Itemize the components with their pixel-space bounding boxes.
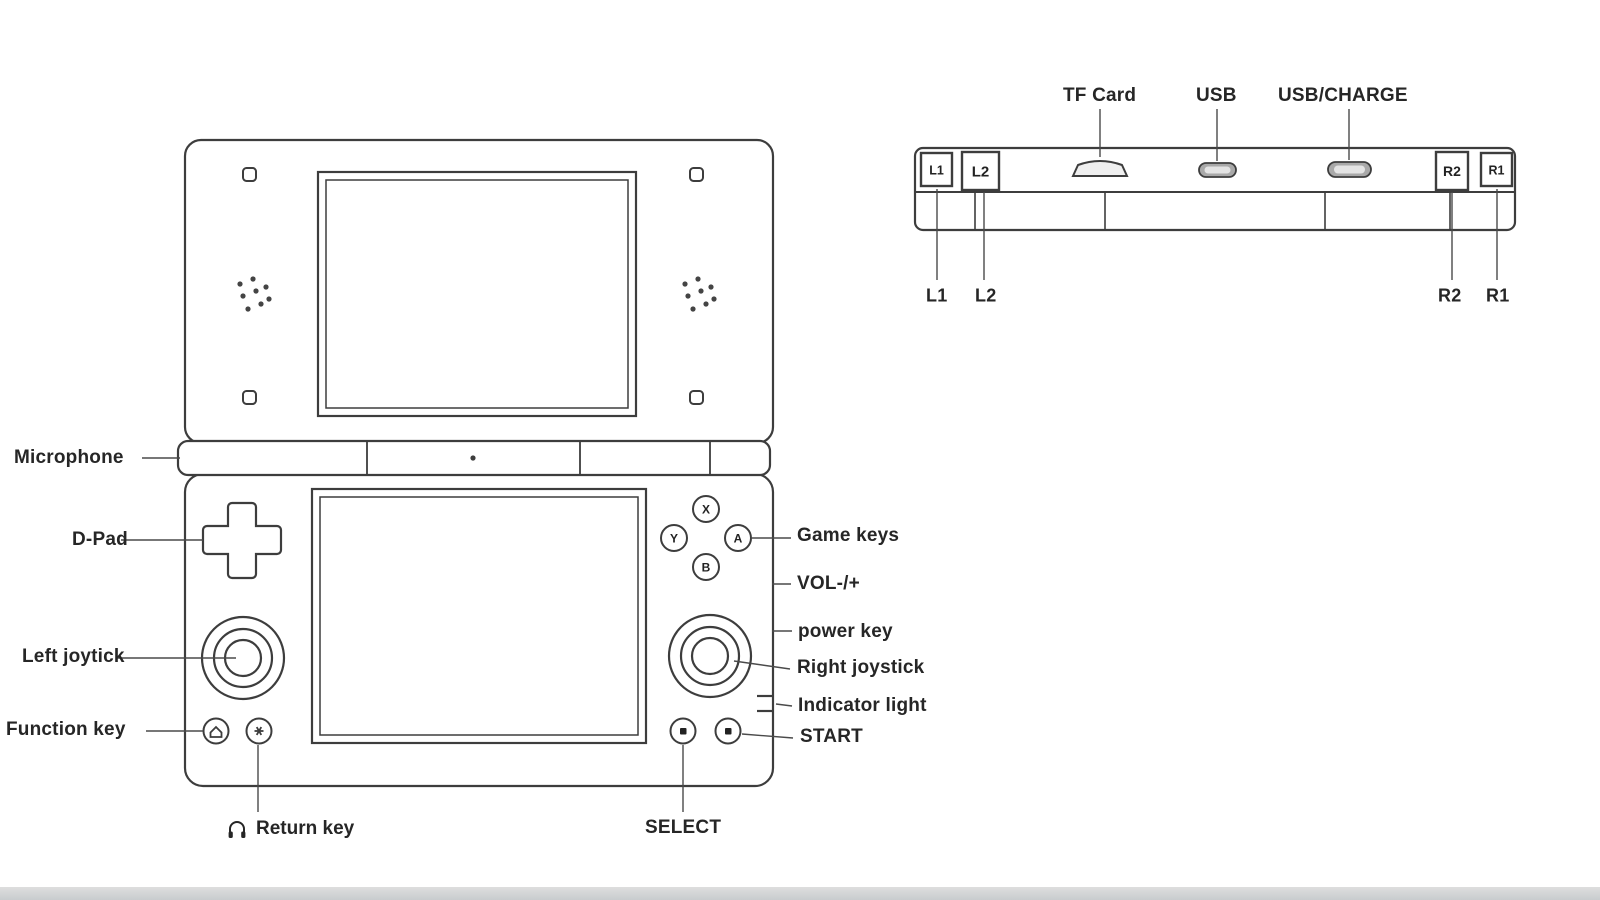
microphone-hole: [470, 455, 476, 461]
right-joystick: [667, 613, 753, 699]
game-buttons: [660, 495, 752, 581]
left-speaker-dots: [237, 276, 272, 312]
select-button-glyph: [680, 728, 687, 735]
top-leader-lines: [936, 109, 1498, 280]
label-l2: L2: [975, 285, 997, 306]
r1-button-letter: R1: [1489, 164, 1505, 178]
button-y-letter: Y: [670, 532, 678, 546]
label-indicator-light: Indicator light: [798, 695, 927, 716]
front-leader-lines: [116, 457, 794, 812]
label-usb: USB: [1196, 85, 1237, 106]
usb-port: [1198, 162, 1237, 178]
button-x-letter: X: [702, 503, 710, 517]
select-start-buttons: [669, 717, 742, 745]
function-key-button: [202, 717, 230, 745]
start-button: [714, 717, 742, 745]
bottom-gray-strip: [0, 887, 1600, 900]
home-icon: [209, 725, 223, 738]
label-r2: R2: [1438, 285, 1462, 306]
label-function-key: Function key: [6, 719, 126, 740]
bottom-screen: [310, 487, 648, 745]
label-start: START: [800, 726, 863, 747]
l1-button-letter: L1: [929, 164, 944, 178]
console-front-view: X Y A B: [176, 138, 775, 788]
label-return-key-group: Return key: [226, 818, 354, 840]
l2-button: [960, 150, 1001, 192]
label-usb-charge: USB/CHARGE: [1278, 85, 1408, 106]
button-b: [692, 553, 720, 581]
corner-mark: [242, 390, 257, 405]
return-key-button: [245, 717, 273, 745]
corner-mark: [689, 167, 704, 182]
bottom-screen-inner: [319, 496, 639, 736]
top-view-body: [913, 146, 1517, 232]
label-l1: L1: [926, 285, 948, 306]
tf-card-slot: [1071, 160, 1129, 177]
top-screen: [316, 170, 638, 418]
button-a-letter: A: [734, 532, 743, 546]
corner-mark: [689, 390, 704, 405]
label-return-key: Return key: [256, 818, 355, 839]
l1-button: [919, 151, 954, 188]
right-speaker-dots: [682, 276, 717, 312]
dpad: [201, 501, 283, 580]
label-left-joystick: Left joytick: [22, 646, 125, 667]
r2-button-letter: R2: [1443, 163, 1461, 179]
label-right-joystick: Right joystick: [797, 657, 925, 678]
label-tf-card: TF Card: [1063, 85, 1137, 106]
label-power-key: power key: [798, 621, 893, 642]
r2-button: [1434, 150, 1470, 192]
start-button-glyph: [725, 728, 732, 735]
usb-charge-port: [1327, 161, 1372, 178]
console-top-view: [913, 146, 1517, 232]
label-r1: R1: [1486, 285, 1510, 306]
button-x: [692, 495, 720, 523]
asterisk-icon: [254, 726, 264, 736]
select-button: [669, 717, 697, 745]
top-shell: [183, 138, 775, 445]
label-game-keys: Game keys: [797, 525, 900, 546]
label-volume: VOL-/+: [797, 573, 860, 594]
top-screen-inner: [325, 179, 629, 409]
label-dpad: D-Pad: [72, 529, 128, 550]
function-key-buttons: [202, 717, 273, 745]
r1-button: [1479, 151, 1514, 188]
label-microphone: Microphone: [14, 447, 124, 468]
corner-mark: [242, 167, 257, 182]
button-y: [660, 524, 688, 552]
indicator-light-marks: [757, 694, 772, 713]
l2-button-letter: L2: [972, 164, 990, 181]
label-select: SELECT: [645, 817, 722, 838]
headphone-icon: [228, 821, 246, 838]
button-b-letter: B: [702, 561, 711, 575]
button-a: [724, 524, 752, 552]
